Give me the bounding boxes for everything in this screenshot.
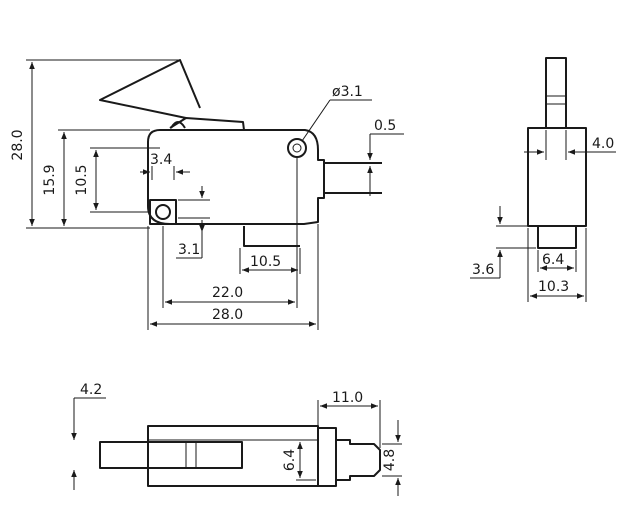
side-terminal — [537, 225, 577, 249]
switch-body-outline — [147, 129, 325, 225]
dim-terminal-width: 6.4 — [542, 252, 564, 268]
dim-actuator-width: 4.0 — [592, 136, 614, 152]
dim-body-height: 15.9 — [42, 164, 58, 195]
bottom-terminal-tab — [336, 439, 381, 481]
mount-hole-top — [287, 138, 307, 158]
dim-terminal-tab-height: 4.8 — [382, 449, 398, 471]
dim-lever-offset: 4.2 — [80, 382, 102, 398]
dim-terminal-spacing: 10.5 — [250, 254, 281, 270]
dim-mount-hole-size: 3.1 — [178, 242, 200, 258]
front-view: 28.0 15.9 10.5 3.4 3.1 ø3.1 0.5 — [10, 59, 404, 330]
dim-terminal-length: 11.0 — [332, 390, 363, 406]
lever-roller — [170, 121, 186, 129]
side-view: 4.0 3.6 6.4 10.3 — [470, 57, 616, 302]
dim-mount-vertical-spacing: 10.5 — [74, 164, 90, 195]
side-actuator — [545, 57, 567, 129]
lever-arm — [99, 59, 201, 119]
dim-terminal-thickness: 0.5 — [374, 118, 396, 134]
bottom-lever — [99, 441, 243, 469]
dim-mount-horizontal-spacing: 22.0 — [212, 285, 243, 301]
dim-overall-height: 28.0 — [10, 129, 26, 160]
dim-terminal-block-height: 6.4 — [282, 449, 298, 471]
dim-mount-hole-offset: 3.4 — [150, 152, 172, 168]
mount-hole-top-inner — [292, 143, 302, 153]
bottom-terminal-block — [317, 427, 337, 487]
dim-body-length: 28.0 — [212, 307, 243, 323]
side-body — [527, 127, 587, 227]
terminal-bottom — [243, 226, 300, 247]
dim-side-offset: 3.6 — [472, 262, 494, 278]
bottom-view: 4.2 11.0 6.4 4.8 — [71, 382, 402, 496]
dim-hole-diameter: ø3.1 — [332, 84, 363, 100]
mount-hole-bottom — [155, 204, 171, 220]
dim-body-width: 10.3 — [538, 279, 569, 295]
